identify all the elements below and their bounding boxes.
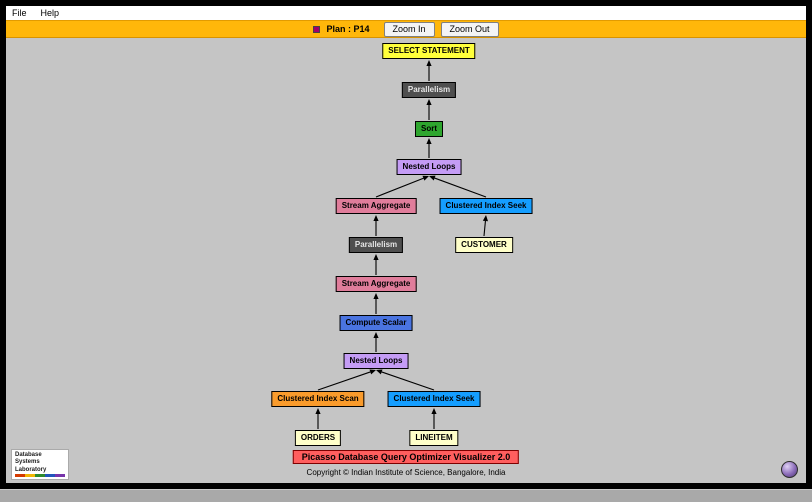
menu-help[interactable]: Help bbox=[40, 8, 60, 18]
menu-bar: File Help bbox=[6, 6, 806, 20]
footer-bar: Database Systems Laboratory Picasso Data… bbox=[6, 435, 806, 483]
app-title-banner: Picasso Database Query Optimizer Visuali… bbox=[292, 450, 520, 464]
zoom-in-button[interactable]: Zoom In bbox=[383, 21, 435, 37]
plan-node-customer[interactable]: CUSTOMER bbox=[455, 237, 513, 253]
logo-stripes bbox=[15, 473, 65, 477]
zoom-out-button[interactable]: Zoom Out bbox=[440, 21, 499, 37]
dsl-logo: Database Systems Laboratory bbox=[11, 449, 69, 480]
plan-node-nl1[interactable]: Nested Loops bbox=[396, 159, 462, 175]
plan-node-par1[interactable]: Parallelism bbox=[401, 82, 457, 98]
globe-icon bbox=[781, 461, 798, 478]
plan-color-swatch bbox=[313, 25, 321, 33]
plan-label: Plan : P14 bbox=[326, 24, 370, 34]
menu-file[interactable]: File bbox=[12, 8, 27, 18]
plan-node-cis1[interactable]: Clustered Index Seek bbox=[439, 198, 533, 214]
plan-node-par2[interactable]: Parallelism bbox=[348, 237, 404, 253]
plan-node-sa1[interactable]: Stream Aggregate bbox=[335, 198, 417, 214]
plan-node-nl2[interactable]: Nested Loops bbox=[343, 353, 409, 369]
plan-node-sort[interactable]: Sort bbox=[415, 121, 443, 137]
plan-node-cis2[interactable]: Clustered Index Seek bbox=[387, 391, 481, 407]
desktop-taskbar bbox=[0, 489, 812, 502]
plan-edge-layer bbox=[315, 60, 489, 429]
copyright-text: Copyright © Indian Institute of Science,… bbox=[306, 468, 506, 477]
logo-text-line: Database bbox=[15, 452, 42, 458]
plan-node-orders[interactable]: ORDERS bbox=[294, 430, 342, 446]
logo-text-line: Laboratory bbox=[15, 466, 47, 473]
logo-text-line: Systems bbox=[15, 459, 40, 466]
plan-node-lineitem[interactable]: LINEITEM bbox=[409, 430, 459, 446]
plan-node-ciscan[interactable]: Clustered Index Scan bbox=[271, 391, 365, 407]
plan-node-sa2[interactable]: Stream Aggregate bbox=[335, 276, 417, 292]
app-window: File Help Plan : P14 Zoom In Zoom Out SE… bbox=[6, 6, 806, 483]
plan-node-select[interactable]: SELECT STATEMENT bbox=[382, 43, 476, 59]
toolbar: Plan : P14 Zoom In Zoom Out bbox=[6, 20, 806, 38]
plan-node-cs[interactable]: Compute Scalar bbox=[339, 315, 413, 331]
